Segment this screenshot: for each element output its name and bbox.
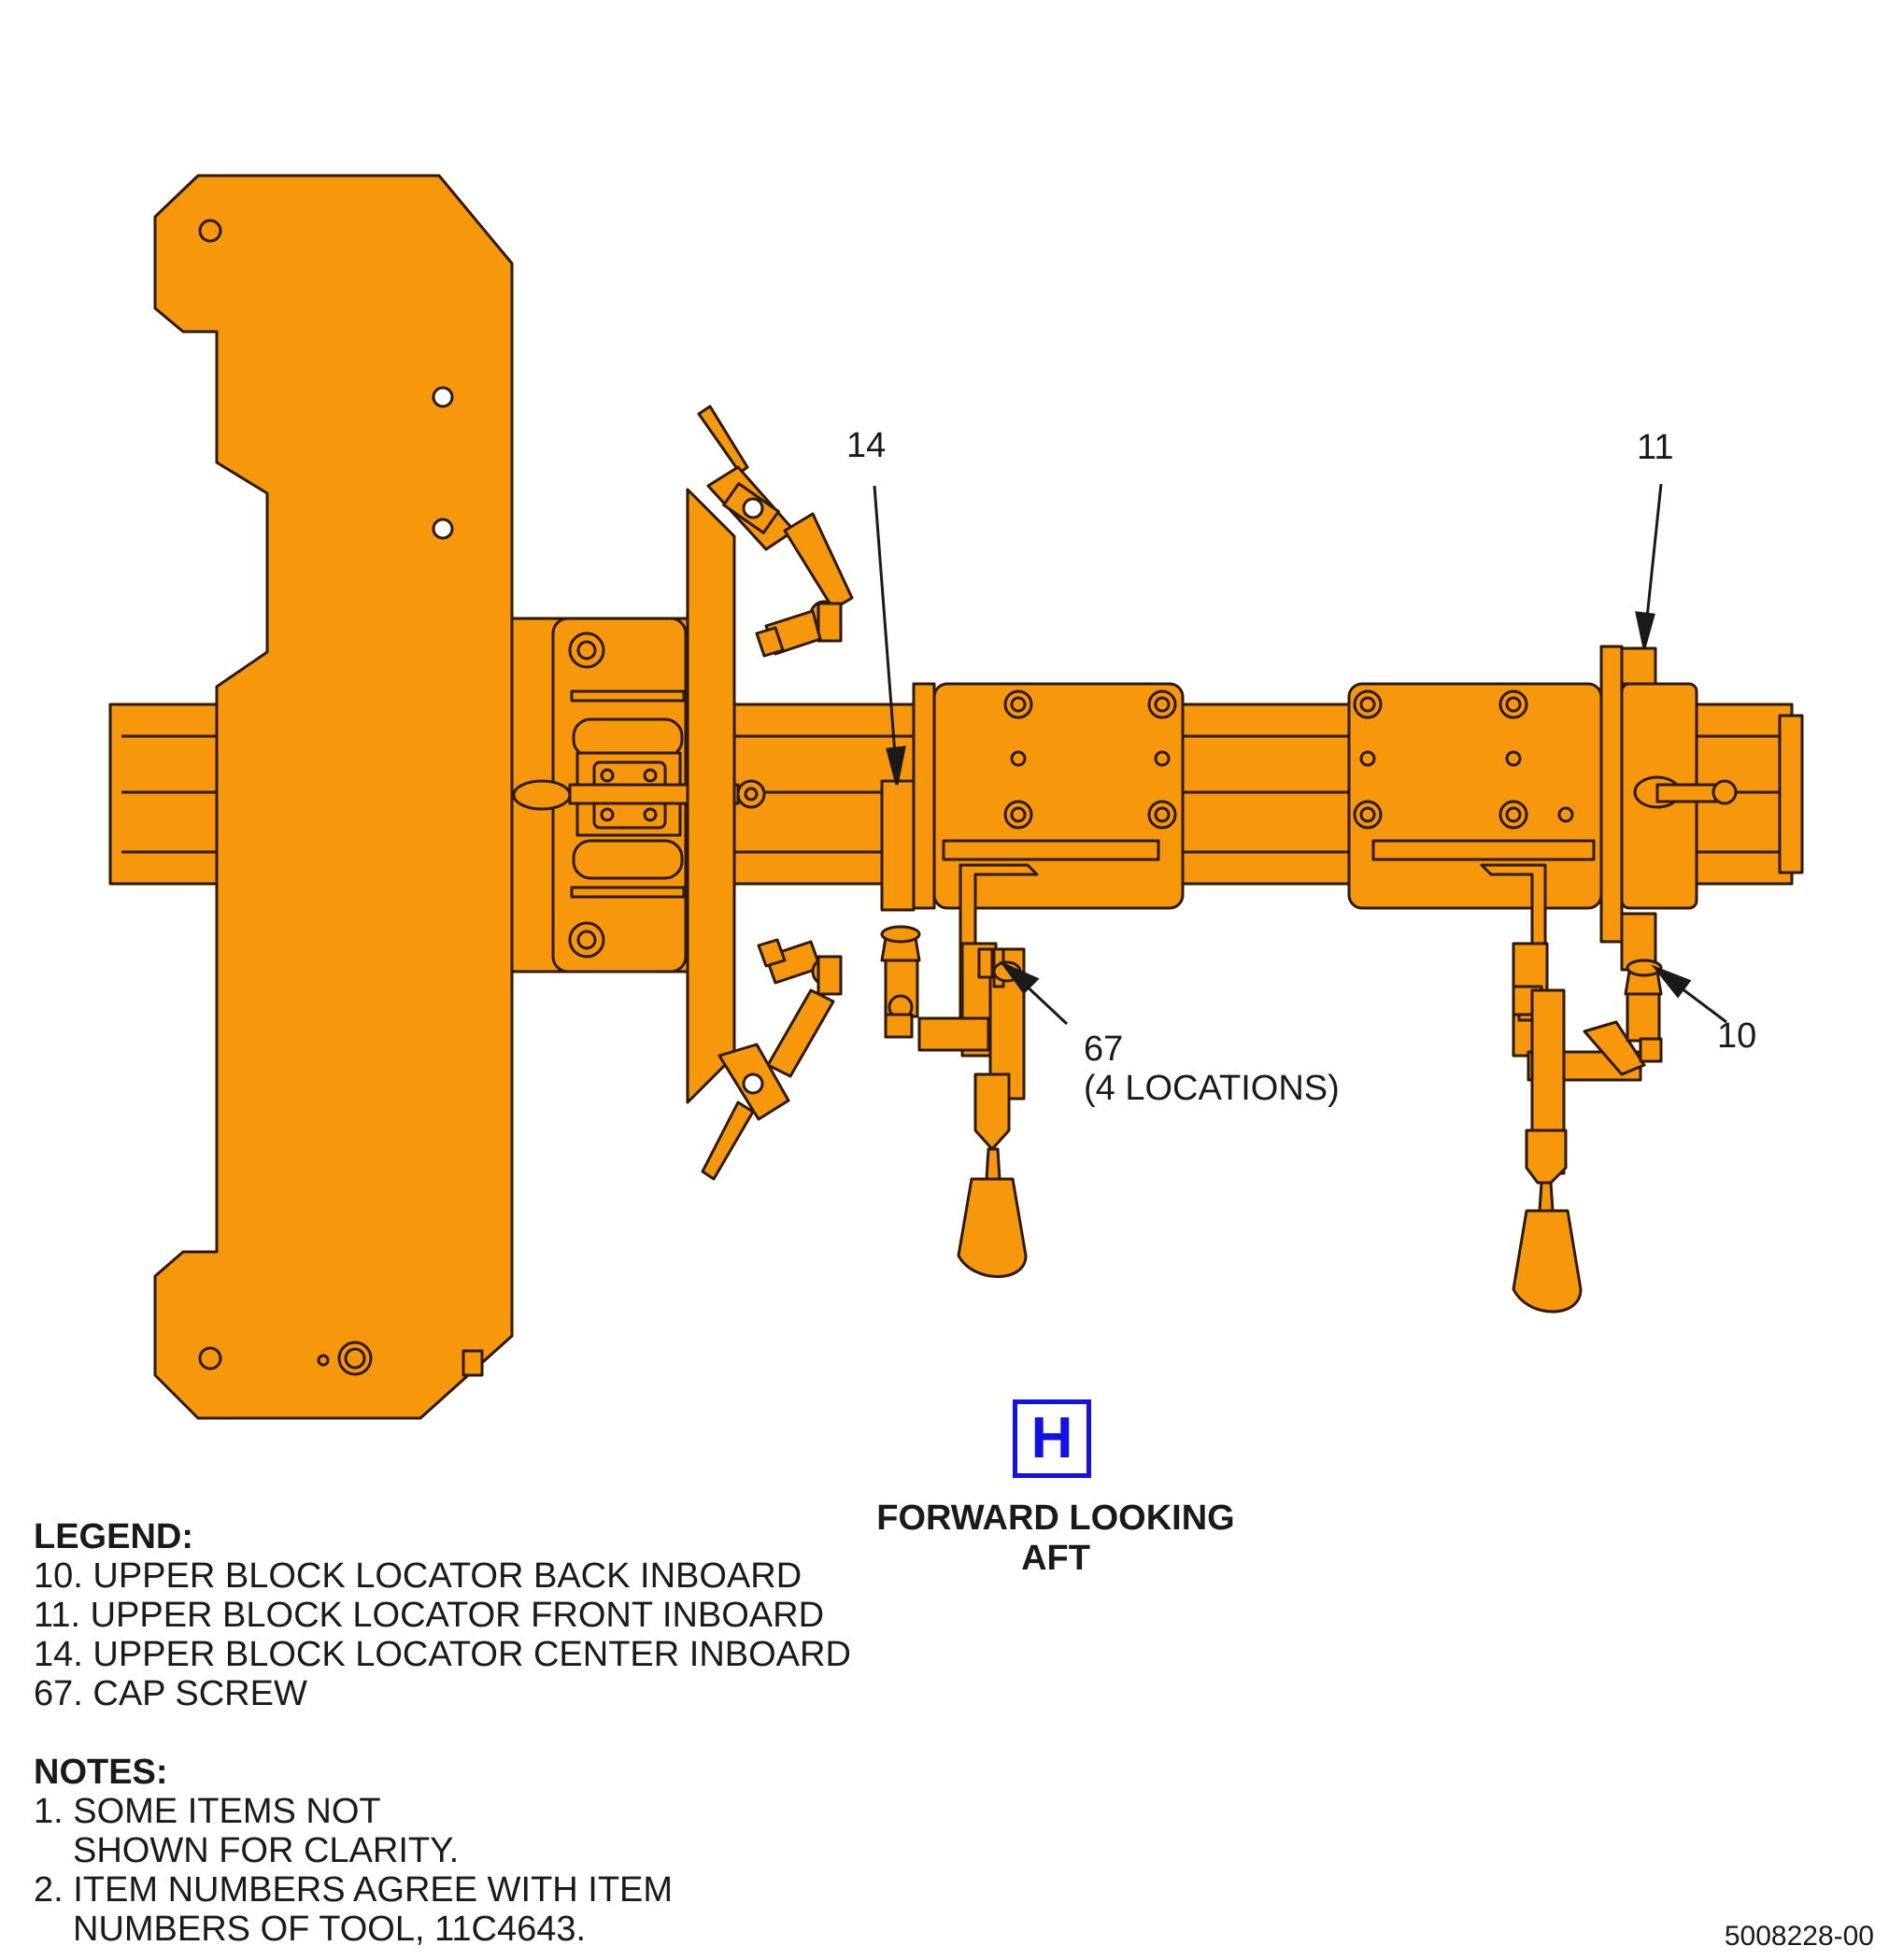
callout-14: 14 bbox=[846, 426, 887, 465]
leader-14 bbox=[873, 485, 899, 780]
end-flange bbox=[1599, 645, 1738, 972]
callout-10: 10 bbox=[1717, 1016, 1757, 1056]
upper-toggle-clamp bbox=[697, 405, 854, 658]
legend-item: 11. UPPER BLOCK LOCATOR FRONT INBOARD bbox=[34, 1596, 825, 1635]
clamp-strip bbox=[686, 488, 736, 1104]
note-line: SHOWN FOR CLARITY. bbox=[73, 1831, 460, 1870]
callout-67-quantity: (4 LOCATIONS) bbox=[1084, 1069, 1340, 1108]
view-letter-box: H bbox=[1013, 1399, 1091, 1478]
center-locator-14 bbox=[880, 779, 916, 912]
callout-67: 67 bbox=[1084, 1030, 1124, 1069]
notes-heading: NOTES: bbox=[34, 1753, 168, 1792]
clamp-housing bbox=[510, 617, 766, 973]
note-line: 1. SOME ITEMS NOT bbox=[34, 1792, 381, 1831]
note-line: 2. ITEM NUMBERS AGREE WITH ITEM bbox=[34, 1870, 674, 1910]
right-hanging-clamp bbox=[1480, 863, 1663, 1314]
right-locator-block bbox=[1347, 682, 1603, 910]
lower-toggle-clamp bbox=[701, 938, 843, 1181]
legend-heading: LEGEND: bbox=[34, 1517, 193, 1556]
note-line: NUMBERS OF TOOL, 11C4643. bbox=[73, 1910, 587, 1949]
left-hanging-clamp bbox=[880, 863, 1039, 1278]
drawing-number: 5008228-00 bbox=[1724, 1921, 1874, 1952]
left-locator-block bbox=[912, 682, 1185, 910]
legend-item: 67. CAP SCREW bbox=[34, 1674, 307, 1713]
mounting-plate bbox=[153, 174, 514, 1420]
legend-spacer bbox=[34, 1713, 851, 1753]
view-title: FORWARD LOOKING AFT bbox=[876, 1498, 1235, 1578]
leader-lines bbox=[873, 483, 1727, 1026]
legend-block: LEGEND: 10. UPPER BLOCK LOCATOR BACK INB… bbox=[34, 1517, 851, 1949]
legend-item: 14. UPPER BLOCK LOCATOR CENTER INBOARD bbox=[34, 1635, 851, 1674]
front-locator-11 bbox=[1620, 646, 1657, 686]
legend-item: 10. UPPER BLOCK LOCATOR BACK INBOARD bbox=[34, 1556, 802, 1596]
callout-11: 11 bbox=[1637, 428, 1674, 467]
